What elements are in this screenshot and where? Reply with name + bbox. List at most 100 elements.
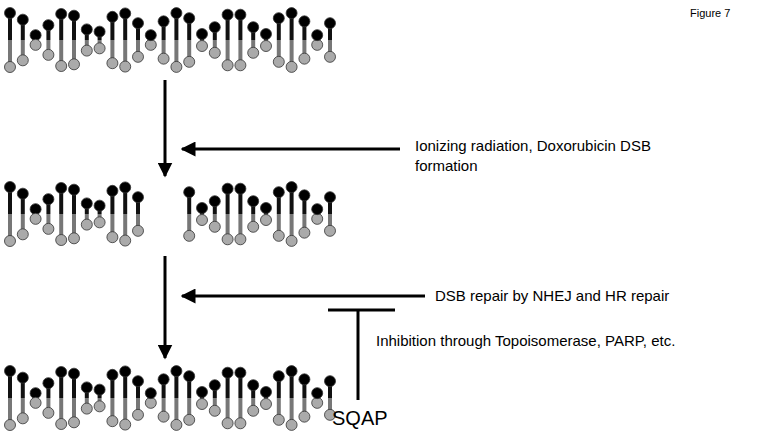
nucleotide — [197, 41, 208, 52]
nucleotide — [286, 61, 297, 72]
base-pair — [43, 378, 54, 419]
nucleotide — [81, 403, 92, 414]
nucleotide — [56, 182, 67, 193]
down-arrow — [164, 80, 167, 176]
base-pair — [273, 13, 284, 68]
nucleotide — [107, 369, 118, 380]
nucleotide — [299, 411, 310, 422]
down-arrow — [164, 256, 167, 358]
nucleotide — [107, 232, 118, 243]
inhibition-label: Inhibition through Topoisomerase, PARP, … — [376, 331, 761, 351]
nucleotide — [222, 60, 233, 71]
nucleotide — [30, 39, 41, 50]
inhibition-bar — [328, 309, 395, 312]
nucleotide — [94, 26, 105, 37]
nucleotide — [94, 43, 105, 54]
nucleotide — [222, 234, 233, 245]
base-pair — [197, 386, 208, 409]
base-pair — [222, 367, 233, 429]
nucleotide — [158, 16, 169, 27]
nucleotide — [81, 24, 92, 35]
nucleotide — [94, 217, 105, 228]
nucleotide — [43, 407, 54, 418]
repair-label: DSB repair by NHEJ and HR repair — [435, 286, 755, 306]
nucleotide — [197, 386, 208, 397]
nucleotide — [325, 18, 336, 29]
nucleotide — [43, 194, 54, 205]
nucleotide — [273, 56, 284, 67]
nucleotide — [17, 413, 28, 424]
nucleotide — [261, 386, 272, 397]
base-pair — [94, 384, 105, 412]
nucleotide — [248, 47, 259, 58]
nucleotide — [299, 16, 310, 27]
nucleotide — [133, 409, 144, 420]
nucleotide — [133, 192, 144, 203]
nucleotide — [69, 184, 80, 195]
nucleotide — [261, 399, 272, 410]
nucleotide — [171, 61, 182, 72]
nucleotide — [120, 235, 131, 246]
nucleotide — [5, 366, 16, 377]
base-pair — [17, 372, 28, 424]
nucleotide — [184, 230, 195, 241]
base-pair — [158, 16, 169, 64]
nucleotide — [43, 223, 54, 234]
base-pair — [94, 26, 105, 54]
base-pair — [5, 366, 16, 431]
nucleotide — [299, 374, 310, 385]
nucleotide — [81, 382, 92, 393]
nucleotide — [145, 388, 156, 399]
base-pair — [184, 371, 195, 426]
base-pair — [120, 8, 131, 72]
base-pair — [325, 18, 336, 63]
nucleotide — [81, 45, 92, 56]
base-pair — [286, 182, 297, 247]
nucleotide — [235, 367, 246, 378]
base-pair — [261, 386, 272, 409]
nucleotide — [120, 366, 131, 377]
nucleotide — [325, 376, 336, 387]
nucleotide — [325, 192, 336, 203]
nucleotide — [17, 14, 28, 25]
nucleotide — [209, 196, 220, 207]
nucleotide — [286, 366, 297, 377]
base-pair — [171, 366, 182, 431]
nucleotide — [43, 49, 54, 60]
base-pair — [312, 388, 323, 409]
figure-number: Figure 7 — [690, 6, 760, 20]
nucleotide — [235, 234, 246, 245]
nucleotide — [222, 9, 233, 20]
nucleotide — [325, 51, 336, 62]
base-pair — [81, 24, 92, 56]
nucleotide — [5, 236, 16, 247]
base-pair — [222, 9, 233, 71]
nucleotide — [286, 235, 297, 246]
nucleotide — [107, 416, 118, 427]
nucleotide — [273, 230, 284, 241]
base-pair — [120, 366, 131, 430]
base-pair — [145, 30, 156, 51]
nucleotide — [261, 41, 272, 52]
nucleotide — [184, 414, 195, 425]
base-pair — [209, 22, 220, 59]
nucleotide — [133, 18, 144, 29]
nucleotide — [184, 371, 195, 382]
nucleotide — [273, 371, 284, 382]
base-pair — [56, 366, 67, 429]
nucleotide — [209, 221, 220, 232]
base-pair — [248, 22, 259, 59]
pointer-arrow — [182, 295, 425, 298]
nucleotide — [30, 213, 41, 224]
nucleotide — [94, 384, 105, 395]
nucleotide — [17, 372, 28, 383]
base-pair — [248, 380, 259, 417]
nucleotide — [222, 183, 233, 194]
base-pair — [120, 182, 131, 246]
nucleotide — [171, 419, 182, 430]
base-pair — [312, 204, 323, 225]
nucleotide — [248, 221, 259, 232]
base-pair — [69, 10, 80, 70]
nucleotide — [43, 378, 54, 389]
nucleotide — [273, 13, 284, 24]
